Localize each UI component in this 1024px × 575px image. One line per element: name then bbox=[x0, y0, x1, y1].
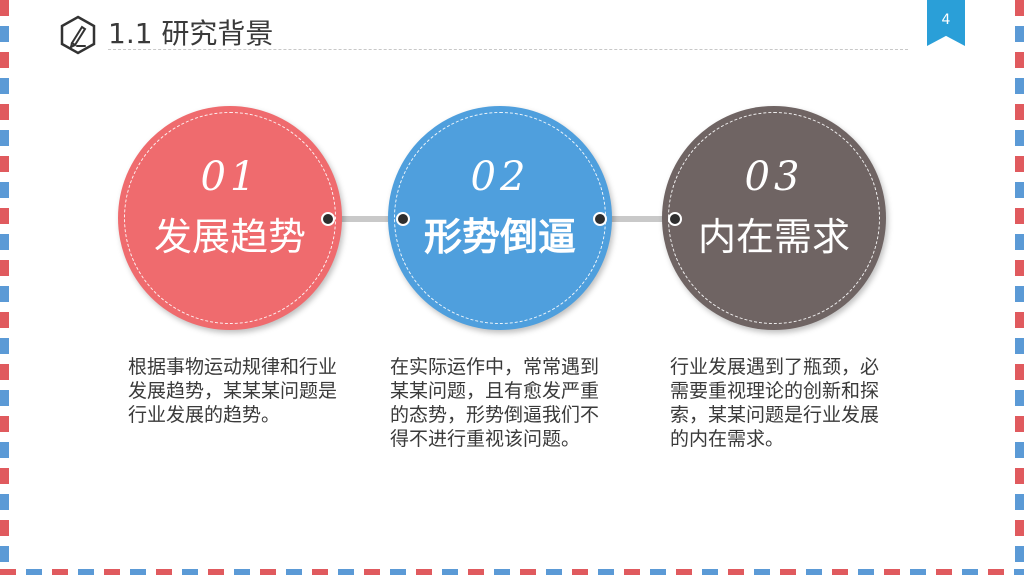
airmail-border-bottom bbox=[0, 569, 1024, 575]
connector-dot bbox=[321, 212, 335, 226]
circle-item-1: 01 发展趋势 bbox=[118, 106, 342, 330]
circle-item-2: 02 形势倒逼 bbox=[388, 106, 612, 330]
item-number: 02 bbox=[470, 154, 530, 200]
item-title: 内在需求 bbox=[697, 215, 850, 259]
header-divider bbox=[108, 49, 908, 50]
item-title: 形势倒逼 bbox=[423, 215, 576, 259]
item-description-1: 根据事物运动规律和行业发展趋势，某某某问题是行业发展的趋势。 bbox=[128, 356, 338, 426]
airmail-border-left bbox=[0, 0, 9, 575]
connector-dot bbox=[668, 212, 682, 226]
connector-dot bbox=[593, 212, 607, 226]
pencil-hexagon-icon bbox=[60, 15, 96, 55]
page-number-badge: 4 bbox=[927, 0, 965, 46]
circle-item-3: 03 内在需求 bbox=[662, 106, 886, 330]
airmail-border-right bbox=[1015, 0, 1024, 575]
item-number: 01 bbox=[200, 154, 260, 200]
connector-dot bbox=[396, 212, 410, 226]
item-number: 03 bbox=[744, 154, 804, 200]
connector-1-2 bbox=[330, 216, 402, 222]
item-description-3: 行业发展遇到了瓶颈，必需要重视理论的创新和探索，某某问题是行业发展的内在需求。 bbox=[670, 356, 880, 450]
page-title: 1.1 研究背景 bbox=[108, 17, 274, 50]
connector-2-3 bbox=[602, 216, 674, 222]
item-title: 发展趋势 bbox=[153, 215, 306, 259]
item-description-2: 在实际运作中，常常遇到某某问题，且有愈发严重的态势，形势倒逼我们不得不进行重视该… bbox=[390, 356, 600, 450]
